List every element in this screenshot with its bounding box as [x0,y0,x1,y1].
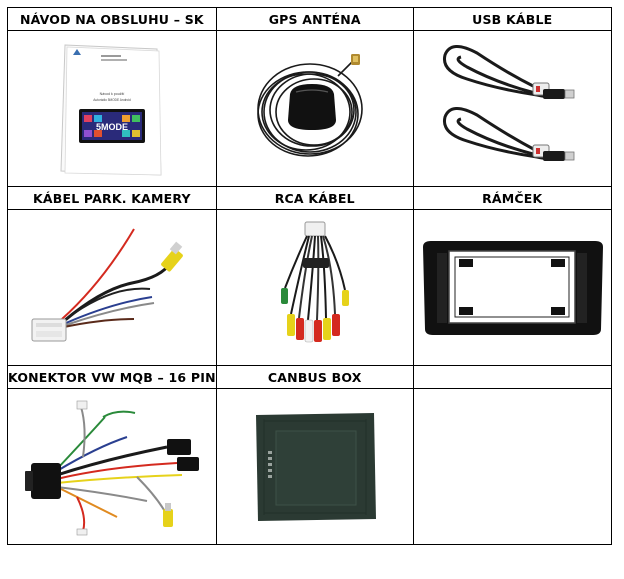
frame-icon [423,240,604,335]
item-label-usb-cables: USB KÁBLE [412,7,612,31]
manual-cell: Návod k použití Autorádio 5MODE Android … [7,30,217,187]
gps-antenna-cell [215,30,414,187]
canbus-box-icon [255,412,376,521]
image-row [7,388,612,545]
header-row: KÁBEL PARK. KAMERY RCA KÁBEL RÁMČEK [7,186,612,210]
empty-cell [412,388,612,545]
item-label-canbus-box: CANBUS BOX [215,365,414,389]
item-label-empty [412,365,612,389]
item-label-gps-antenna: GPS ANTÉNA [215,7,414,31]
usb-cables-icon [443,44,575,161]
header-row: NÁVOD NA OBSLUHU – SK GPS ANTÉNA USB KÁB… [7,7,612,31]
manual-brand: 5MODE [96,122,128,132]
item-label-manual: NÁVOD NA OBSLUHU – SK [7,7,217,31]
manual-subtitle: Autorádio 5MODE Android [93,98,131,102]
gps-antenna-icon [256,53,363,157]
item-label-rca-cable: RCA KÁBEL [215,186,414,210]
vw-mqb-connector-icon [24,400,199,535]
image-row: Návod k použití Autorádio 5MODE Android … [7,30,612,187]
canbus-box-cell [215,388,414,545]
rca-cable-cell [215,209,414,366]
manual-booklet-icon: Návod k použití Autorádio 5MODE Android … [60,43,162,176]
rca-cable-icon [280,221,349,342]
vw-mqb-connector-cell [7,388,217,545]
usb-cables-cell [412,30,612,187]
parking-camera-cable-cell [7,209,217,366]
frame-cell [412,209,612,366]
item-label-vw-mqb-connector: KONEKTOR VW MQB – 16 PIN [7,365,217,389]
item-label-parking-camera-cable: KÁBEL PARK. KAMERY [7,186,217,210]
manual-title: Návod k použití [99,92,124,96]
header-row: KONEKTOR VW MQB – 16 PIN CANBUS BOX [7,365,612,389]
image-row [7,209,612,366]
item-label-frame: RÁMČEK [412,186,612,210]
package-contents-table: NÁVOD NA OBSLUHU – SK GPS ANTÉNA USB KÁB… [7,7,612,545]
parking-camera-cable-icon [31,227,183,341]
